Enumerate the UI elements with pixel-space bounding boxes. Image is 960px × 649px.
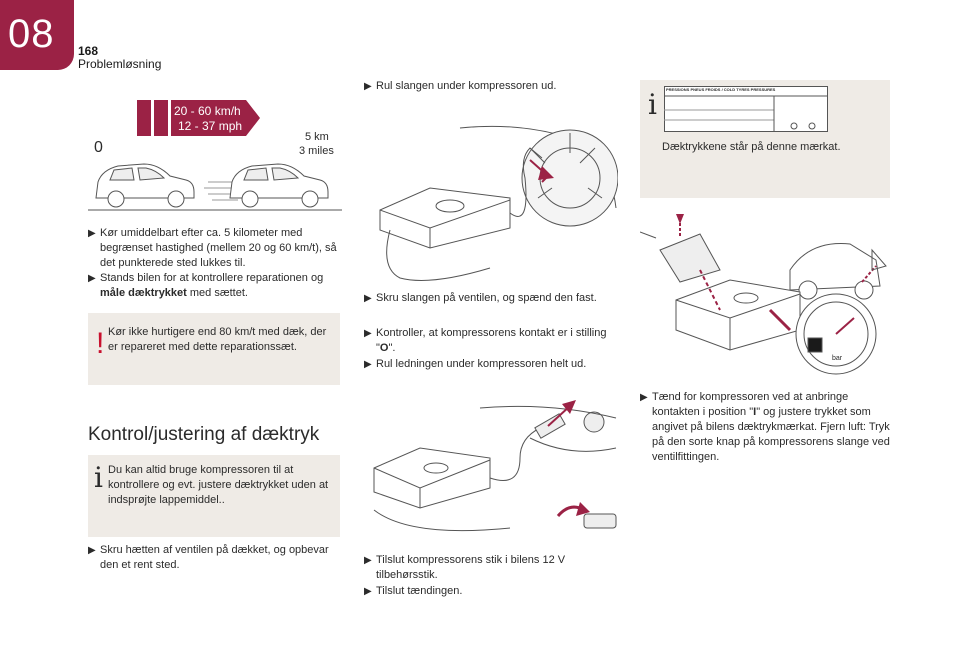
instruction-start-compressor: ▶︎ Tænd for kompressoren ved at anbringe…: [640, 391, 890, 463]
warning-icon: !: [96, 327, 105, 360]
section-heading: Kontrol/justering af dæktryk: [88, 424, 320, 445]
bullet-arrow-icon: ▶︎: [88, 228, 96, 239]
chapter-number: 08: [8, 12, 55, 56]
bullet-arrow-icon: ▶︎: [88, 545, 96, 556]
pressure-label-header: PRESSIONS PNEUS FROIDS / COLD TYRES PRES…: [666, 87, 776, 92]
instruction-check-switch: ▶︎ Kontroller, at kompressorens kontakt …: [364, 327, 607, 354]
warning-text: Kør ikke hurtigere end 80 km/t med dæk, …: [108, 326, 327, 353]
bullet-arrow-icon: ▶︎: [364, 586, 372, 597]
speed-illustration: [88, 100, 342, 211]
info-text: Du kan altid bruge kompressoren til at k…: [108, 464, 329, 506]
instruction-stop-check: ▶︎ Stands bilen for at kontrollere repar…: [88, 272, 324, 299]
speed-label-kmh: 20 - 60 km/h: [174, 104, 241, 118]
bullet-arrow-icon: ▶︎: [364, 293, 372, 304]
hose-to-valve-illustration: [379, 125, 618, 281]
info-text-pressure: Dæktrykkene står på denne mærkat.: [662, 141, 841, 153]
start-label: 0: [94, 139, 103, 156]
instruction-remove-cap: ▶︎ Skru hætten af ventilen på dækket, og…: [88, 544, 329, 571]
bullet-arrow-icon: ▶︎: [364, 328, 372, 339]
instruction-drive: ▶︎ Kør umiddelbart efter ca. 5 kilometer…: [88, 227, 337, 269]
compressor-gauge-illustration: [640, 214, 887, 375]
bullet-arrow-icon: ▶︎: [640, 392, 648, 403]
speed-label-mph: 12 - 37 mph: [178, 119, 243, 133]
bullet-arrow-icon: ▶︎: [364, 555, 372, 566]
distance-miles: 3 miles: [299, 145, 334, 157]
chapter-tab: 08: [0, 0, 74, 70]
instruction-screw-hose: ▶︎ Skru slangen på ventilen, og spænd de…: [364, 292, 597, 304]
bullet-arrow-icon: ▶︎: [364, 359, 372, 370]
bullet-arrow-icon: ▶︎: [364, 81, 372, 92]
warning-box: ! Kør ikke hurtigere end 80 km/t med dæk…: [88, 313, 340, 385]
distance-km: 5 km: [305, 131, 329, 143]
plug-to-socket-illustration: [373, 400, 617, 532]
tyre-pressure-label-image: [664, 86, 828, 132]
page-number: 168: [78, 44, 99, 58]
instruction-unroll-hose: ▶︎ Rul slangen under kompressoren ud.: [364, 80, 557, 92]
gauge-unit-label: bar: [832, 355, 843, 362]
instruction-plug-in: ▶︎ Tilslut kompressorens stik i bilens 1…: [364, 554, 566, 581]
info-box-pressure-label: i PRESSIONS PNEUS FROIDS / COLD TYRES PR…: [640, 80, 890, 198]
info-icon: i: [94, 461, 103, 494]
instruction-ignition: ▶︎ Tilslut tændingen.: [364, 585, 463, 597]
info-icon: i: [648, 88, 657, 121]
instruction-unroll-cable: ▶︎ Rul ledningen under kompressoren helt…: [364, 358, 587, 370]
bullet-arrow-icon: ▶︎: [88, 273, 96, 284]
section-title: Problemløsning: [78, 57, 162, 71]
info-box-compressor: i Du kan altid bruge kompressoren til at…: [88, 455, 340, 537]
